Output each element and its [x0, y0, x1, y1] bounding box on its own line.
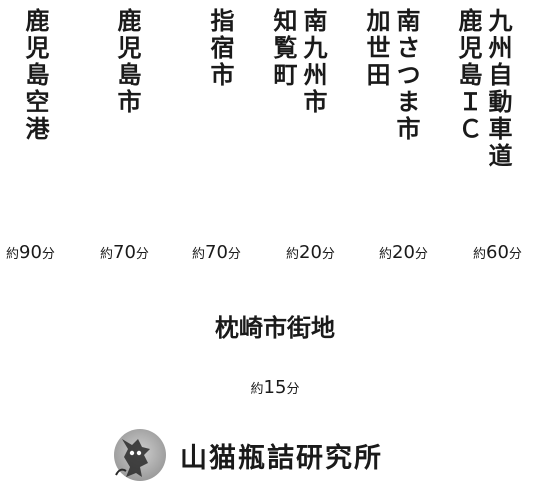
- destination-line: 指宿市: [206, 8, 235, 89]
- travel-time-kagoshima-city: 約70分: [100, 242, 149, 263]
- wildcat-logo-icon: [114, 429, 166, 481]
- destination-line: 加世田: [362, 8, 391, 89]
- destination-kagoshima-airport: 鹿児島空港: [21, 8, 50, 143]
- time-prefix: 約: [6, 247, 20, 262]
- destination-ibusuki-city: 指宿市: [206, 8, 235, 89]
- destination-minamikyushu-city: 南九州市知覧町: [269, 8, 328, 116]
- travel-time-ibusuki-city: 約70分: [192, 242, 241, 263]
- time-value: 70: [205, 242, 228, 263]
- destination-line: 南さつま市: [392, 8, 421, 143]
- time-unit: 分: [135, 247, 149, 262]
- destination-line: 知覧町: [269, 8, 298, 89]
- time-unit: 分: [321, 247, 335, 262]
- travel-time-kyushu-expressway: 約60分: [473, 242, 522, 263]
- destination-minamisatsuma-city: 南さつま市加世田: [362, 8, 421, 143]
- destination-line: 鹿児島空港: [21, 8, 50, 143]
- time-value: 20: [299, 242, 322, 263]
- time-unit: 分: [41, 247, 55, 262]
- time-value: 90: [19, 242, 42, 263]
- time-prefix: 約: [473, 247, 487, 262]
- time-value: 70: [113, 242, 136, 263]
- hub-time-unit: 分: [286, 382, 300, 397]
- destination-kagoshima-city: 鹿児島市: [113, 8, 142, 116]
- time-prefix: 約: [192, 247, 206, 262]
- time-value: 20: [392, 242, 415, 263]
- travel-time-minamikyushu-city: 約20分: [286, 242, 335, 263]
- hub-label: 枕崎市街地: [215, 313, 335, 342]
- time-prefix: 約: [286, 247, 300, 262]
- time-unit: 分: [227, 247, 241, 262]
- hub-time-value: 15: [263, 377, 287, 398]
- time-unit: 分: [414, 247, 428, 262]
- travel-time-minamisatsuma-city: 約20分: [379, 242, 428, 263]
- hub-travel-time: 約15分: [0, 377, 550, 398]
- time-value: 60: [486, 242, 509, 263]
- destination-kyushu-expressway: 九州自動車道鹿児島ＩＣ: [454, 8, 513, 170]
- brand-block: 山猫瓶詰研究所: [108, 427, 383, 483]
- destination-line: 九州自動車道: [484, 8, 513, 170]
- time-unit: 分: [508, 247, 522, 262]
- destination-line: 鹿児島市: [113, 8, 142, 116]
- time-prefix: 約: [379, 247, 393, 262]
- hub-time-prefix: 約: [250, 382, 264, 397]
- travel-time-kagoshima-airport: 約90分: [6, 242, 55, 263]
- brand-name: 山猫瓶詰研究所: [180, 442, 383, 474]
- destination-line: 鹿児島ＩＣ: [454, 8, 483, 143]
- time-prefix: 約: [100, 247, 114, 262]
- destination-line: 南九州市: [299, 8, 328, 116]
